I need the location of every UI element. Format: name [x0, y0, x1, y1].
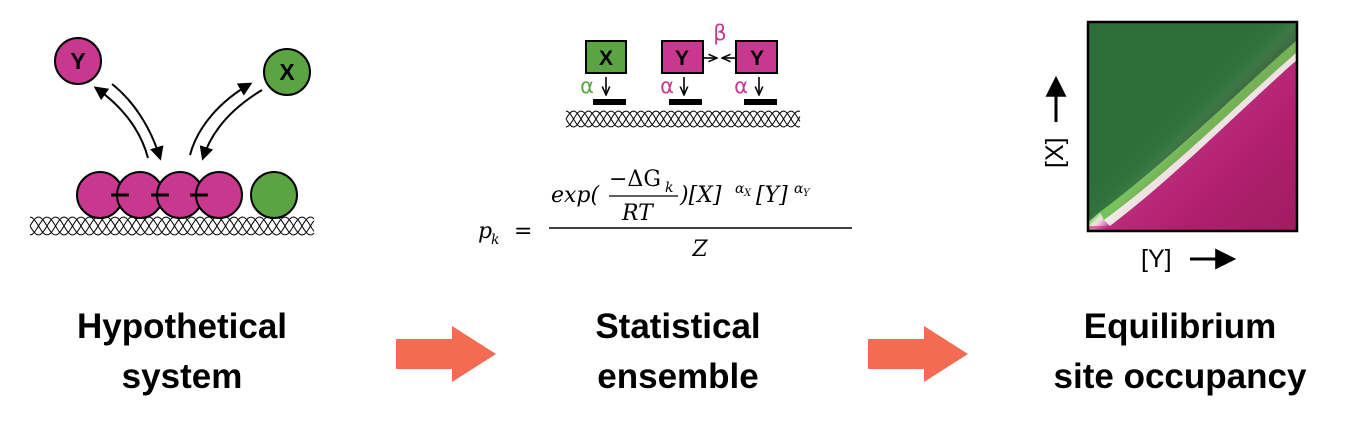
- helix-strand: [29, 216, 315, 236]
- ensemble-box-x: X: [585, 40, 627, 74]
- ensemble-box-y2-label: Y: [750, 47, 764, 70]
- eq-close: )[X]: [679, 183, 722, 208]
- free-x-label: X: [279, 59, 295, 85]
- free-x-bead: X: [263, 48, 311, 96]
- y-unbind-arrow: [93, 86, 149, 159]
- free-y-label: Y: [70, 48, 85, 74]
- alpha-y1-label: α: [660, 74, 674, 98]
- dna-helix-middle: [565, 110, 801, 128]
- stage3-title-line2: site occupancy: [1054, 357, 1307, 396]
- stage3-title-line1: Equilibrium: [1084, 307, 1277, 346]
- helix-strand: [565, 110, 801, 128]
- eq-alpha-y: α: [794, 181, 804, 197]
- ensemble-box-y1-label: Y: [675, 47, 689, 70]
- eq-lhs-sub: k: [491, 232, 499, 248]
- y-bind-arrow: [111, 83, 164, 161]
- eq-alpha-x-sub: X: [743, 188, 752, 199]
- eq-alpha-x: α: [735, 181, 745, 197]
- beta-label: β: [713, 21, 726, 45]
- stage1-title-line2: system: [122, 357, 243, 396]
- bound-x-bead: [250, 171, 298, 219]
- eq-exp: exp(: [551, 183, 600, 208]
- x-unbind-arrow: [189, 82, 253, 156]
- ensemble-box-x-label: X: [599, 47, 613, 70]
- eq-lhs: p: [478, 219, 492, 244]
- bound-y-beads: [76, 171, 243, 219]
- helix-strand: [565, 110, 801, 128]
- stage1-title-line1: Hypothetical: [77, 307, 287, 346]
- eq-alpha-y-sub: Y: [803, 188, 811, 199]
- ensemble-box-y2: Y: [735, 40, 778, 74]
- stage2-title-line1: Statistical: [595, 307, 760, 346]
- helix-strand: [29, 216, 315, 236]
- hypothetical-system-panel: Y X: [29, 37, 315, 236]
- heatmap-ylabel: [X]: [1041, 137, 1069, 168]
- eq-rt: RT: [621, 201, 655, 226]
- eq-y-bracket: [Y]: [756, 183, 788, 208]
- eq-delta-sub: k: [665, 180, 673, 196]
- heatmap-xlabel: [Y]: [1141, 245, 1172, 273]
- dna-helix-left: [29, 216, 315, 236]
- eq-denominator: Z: [691, 237, 708, 262]
- alpha-x-label: α: [580, 74, 594, 98]
- x-bind-arrow: [199, 89, 263, 161]
- alpha-y2-label: α: [734, 74, 748, 98]
- probability-equation: p k = exp( −ΔG k RT )[X] α X [Y] α Y Z: [478, 167, 852, 262]
- eq-minus-delta: −ΔG: [609, 167, 661, 192]
- statistical-ensemble-panel: X Y Y β α α α p k = exp( −ΔG k: [478, 21, 852, 262]
- helix-strand: [29, 216, 315, 236]
- flow-arrow-2: [868, 326, 968, 382]
- helix-strand: [29, 216, 315, 236]
- ensemble-box-y1: Y: [661, 40, 704, 74]
- eq-equals: =: [514, 219, 532, 244]
- helix-strand: [565, 110, 801, 128]
- occupancy-heatmap-panel: [Y] [X]: [1041, 20, 1299, 273]
- flow-arrow-1: [396, 326, 496, 382]
- stage2-title-line2: ensemble: [597, 357, 758, 396]
- free-y-bead: Y: [54, 37, 102, 85]
